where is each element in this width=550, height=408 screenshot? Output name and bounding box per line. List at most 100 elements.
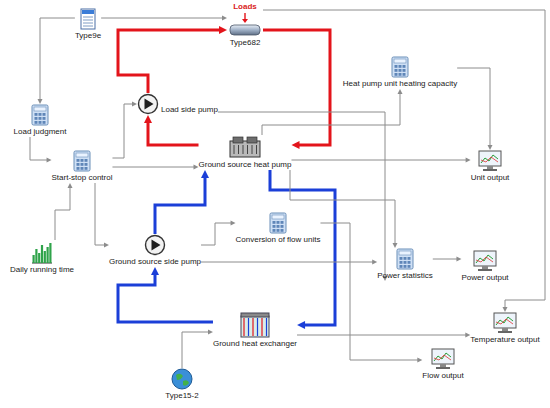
- connector-path: [118, 30, 221, 93]
- arrow-head: [38, 99, 43, 104]
- signal-line: [182, 330, 213, 369]
- arrow-head: [393, 243, 398, 248]
- component-block: Load side pump: [137, 93, 218, 115]
- arrow-head: [219, 26, 227, 34]
- component-icon: [171, 368, 193, 390]
- component-block: Unit output: [471, 150, 510, 183]
- component-label: Ground source heat pump: [199, 160, 292, 170]
- connector-path: [291, 160, 466, 161]
- pipe-line: [155, 170, 209, 234]
- arrow-head: [465, 333, 470, 338]
- pipe-line: [118, 267, 213, 322]
- component-label: Type682: [230, 38, 261, 48]
- component-label: Temperature output: [470, 335, 539, 345]
- component-block: Start-stop control: [52, 150, 113, 183]
- signal-line: [38, 18, 75, 104]
- signal-line: [297, 333, 470, 338]
- arrow-head: [194, 165, 199, 170]
- arrow-head: [104, 243, 109, 248]
- arrow-head: [297, 321, 305, 329]
- arrow-head: [372, 260, 377, 265]
- signal-line: [263, 10, 545, 312]
- component-icon: [493, 312, 517, 334]
- signal-line: [433, 257, 462, 262]
- component-icon: [137, 93, 159, 115]
- component-label: Type9e: [75, 31, 101, 41]
- arrow-head: [466, 158, 471, 163]
- component-block: LoadsType682: [227, 2, 263, 48]
- connector-path: [290, 170, 395, 244]
- component-icon: [31, 240, 53, 264]
- arrow-head: [417, 358, 422, 363]
- arrow-head: [291, 141, 299, 149]
- signal-line: [201, 260, 377, 265]
- component-block: Type9e: [75, 8, 101, 41]
- arrow-head: [132, 102, 137, 107]
- signal-line: [218, 112, 388, 281]
- connector-path: [297, 335, 466, 336]
- connector-path: [218, 112, 385, 277]
- signal-line: [30, 137, 52, 163]
- connector-path: [270, 170, 335, 325]
- component-label: Start-stop control: [52, 173, 113, 183]
- component-label: Loads: [233, 2, 257, 12]
- component-icon: [228, 135, 262, 159]
- component-block: Ground source side pump: [109, 234, 201, 267]
- connector-path: [201, 223, 232, 245]
- connector-path: [148, 121, 199, 145]
- component-icon: [269, 212, 287, 234]
- component-label: Daily running time: [10, 265, 74, 275]
- component-block: Ground heat exchanger: [213, 312, 297, 349]
- connector-path: [118, 273, 213, 322]
- connector-path: [40, 18, 75, 100]
- arrow-head: [47, 158, 52, 163]
- signal-line: [291, 158, 470, 163]
- component-block: Load judgment: [14, 104, 67, 137]
- signal-line: [457, 68, 492, 150]
- component-icon: [31, 104, 49, 126]
- connector-path: [30, 137, 48, 160]
- pipe-line: [118, 26, 227, 93]
- connector-path: [262, 93, 400, 135]
- component-block: Conversion of flow units: [236, 212, 321, 245]
- component-icon: [227, 13, 263, 37]
- connector-path: [263, 10, 545, 308]
- connector-path: [433, 259, 458, 260]
- component-block: Power output: [461, 250, 508, 283]
- component-label: Ground heat exchanger: [213, 339, 297, 349]
- connector-path: [55, 187, 70, 240]
- connector-path: [320, 223, 418, 360]
- signal-line: [55, 183, 73, 240]
- signal-line: [201, 221, 236, 246]
- arrow-head: [488, 145, 493, 150]
- arrow-head: [208, 330, 213, 335]
- component-block: Type15-2: [165, 368, 198, 401]
- arrow-head: [398, 89, 403, 94]
- component-label: Unit output: [471, 173, 510, 183]
- connector-path: [182, 332, 209, 368]
- signal-line: [95, 183, 109, 248]
- pipe-line: [144, 115, 199, 145]
- connector-path: [112, 167, 194, 168]
- connector-path: [155, 176, 205, 234]
- connector-path: [112, 104, 133, 158]
- signal-line: [112, 165, 198, 170]
- component-icon: [391, 56, 409, 78]
- component-label: Flow output: [422, 371, 463, 381]
- component-icon: [240, 312, 270, 338]
- component-icon: [473, 250, 497, 272]
- component-label: Load judgment: [14, 127, 67, 137]
- component-label: Power output: [461, 273, 508, 283]
- pipe-line: [263, 30, 330, 149]
- arrow-head: [503, 307, 508, 312]
- component-label: Type15-2: [165, 391, 198, 401]
- component-block: Temperature output: [470, 312, 539, 345]
- pipe-line: [270, 170, 335, 329]
- component-icon: [396, 248, 414, 270]
- component-label: Ground source side pump: [109, 257, 201, 267]
- component-icon: [144, 234, 166, 256]
- component-label: Power statistics: [377, 271, 433, 281]
- component-label: Heat pump unit heating capacity: [343, 79, 457, 89]
- connector-path: [457, 68, 490, 146]
